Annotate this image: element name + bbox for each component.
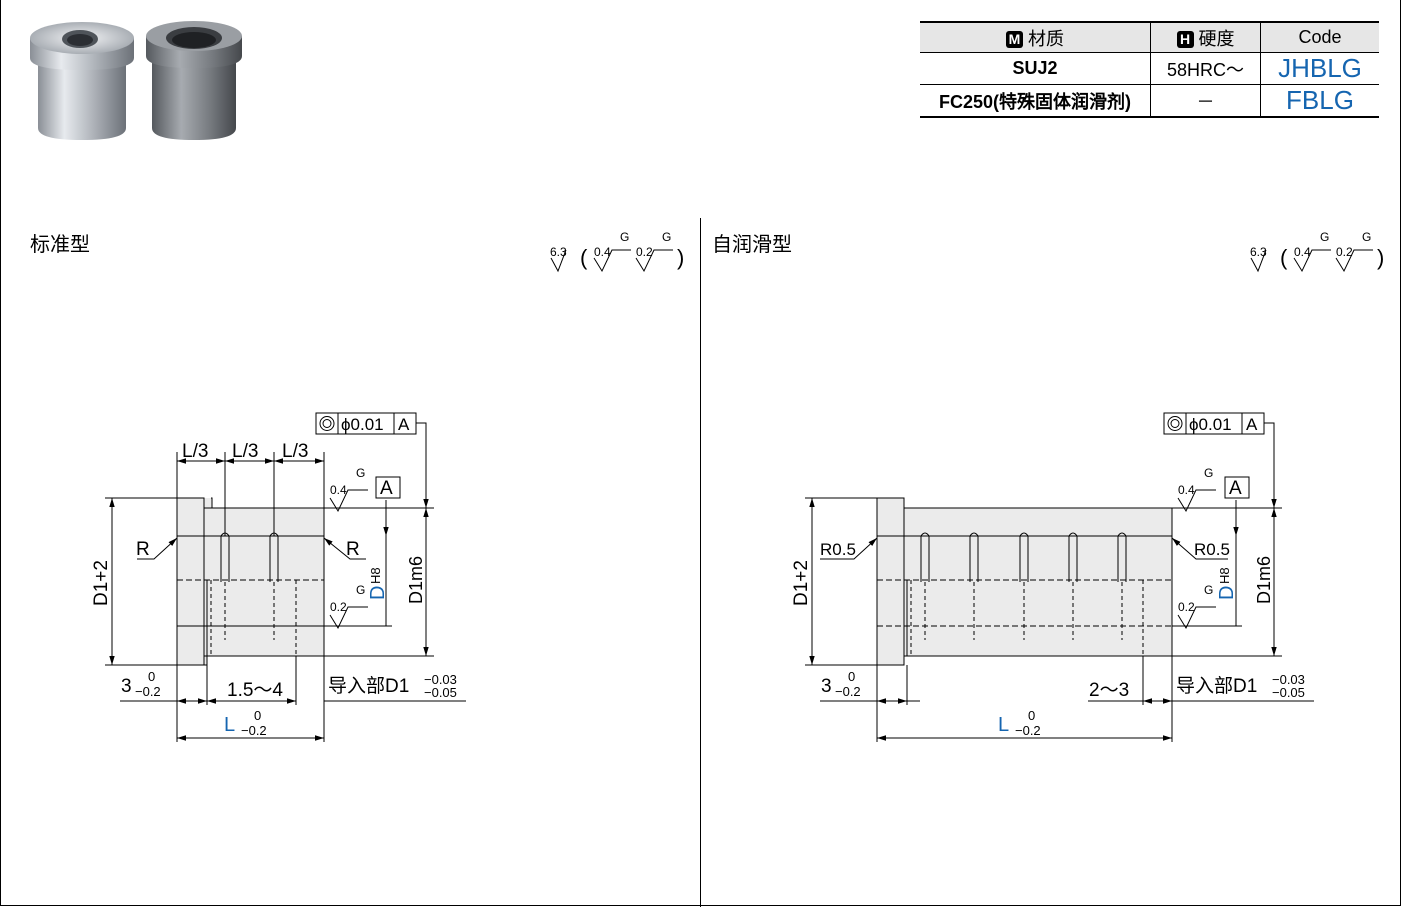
standard-bushing-drawing — [105, 422, 466, 742]
lead-in-label: 导入部D1 — [1176, 675, 1257, 697]
material-cell: SUJ2 — [920, 52, 1151, 85]
l3-label: L/3 — [232, 441, 258, 462]
section-divider — [700, 218, 701, 907]
svg-text:−0.03: −0.03 — [1272, 672, 1305, 687]
svg-text:): ) — [1377, 245, 1384, 270]
svg-text:G: G — [356, 583, 365, 597]
svg-text:G: G — [1204, 466, 1213, 480]
self-lubricating-bushing-drawing — [805, 422, 1314, 742]
hardness-cell: － — [1150, 84, 1261, 118]
svg-text:0: 0 — [148, 669, 155, 684]
photo-bushing-steel — [30, 22, 134, 140]
concentricity-value: ϕ0.01 — [341, 415, 384, 434]
roughness-symbols-right: 6.3 ( 0.4 G 0.2 G ) — [1250, 230, 1384, 273]
svg-text:G: G — [356, 466, 365, 480]
svg-text:0.2: 0.2 — [330, 600, 347, 614]
d1-plus2-label: D1+2 — [791, 560, 812, 606]
flange-thickness: 3 — [121, 676, 132, 697]
svg-text:G: G — [1362, 230, 1371, 244]
svg-text:−0.2: −0.2 — [1015, 723, 1041, 738]
svg-text:(: ( — [580, 245, 588, 270]
code-link-jhblg[interactable]: JHBLG — [1260, 52, 1379, 85]
svg-text:): ) — [677, 245, 684, 270]
svg-text:0.2: 0.2 — [1178, 600, 1195, 614]
bore-tolerance: H8 — [1217, 567, 1232, 584]
lead-in-label: 导入部D1 — [328, 675, 409, 697]
concentricity-value: ϕ0.01 — [1189, 415, 1232, 434]
svg-text:0.4: 0.4 — [1294, 245, 1311, 259]
hardness-cell: 58HRC～ — [1150, 52, 1261, 85]
svg-text:−0.2: −0.2 — [835, 684, 861, 699]
svg-text:0.4: 0.4 — [1178, 483, 1195, 497]
svg-text:(: ( — [1280, 245, 1288, 270]
bore-d-label: D — [367, 586, 389, 600]
bore-d-label: D — [1216, 586, 1238, 600]
standard-dimension-labels: ϕ0.01 A L/3 L/3 L/3 R R A 0.4 G 0.2 G D1… — [91, 412, 457, 738]
datum-label: A — [380, 478, 393, 499]
svg-text:G: G — [662, 230, 671, 244]
range-label: 1.5～4 — [227, 680, 283, 701]
d1m6-label: D1m6 — [406, 556, 426, 604]
svg-text:0.2: 0.2 — [636, 245, 653, 259]
range-label: 2～3 — [1089, 680, 1129, 701]
l3-label: L/3 — [282, 441, 308, 462]
svg-text:−0.03: −0.03 — [424, 672, 457, 687]
svg-text:G: G — [1320, 230, 1329, 244]
svg-text:−0.2: −0.2 — [241, 723, 267, 738]
svg-text:−0.05: −0.05 — [1272, 685, 1305, 700]
self-lubricating-type-title: 自润滑型 — [712, 234, 792, 256]
svg-text:G: G — [620, 230, 629, 244]
svg-text:−0.05: −0.05 — [424, 685, 457, 700]
table-row: SUJ2 58HRC～ JHBLG — [920, 52, 1379, 85]
svg-text:0: 0 — [848, 669, 855, 684]
svg-text:0: 0 — [1028, 708, 1035, 723]
header-code: Code — [1260, 21, 1379, 53]
datum-label: A — [398, 415, 410, 434]
d1-plus2-label: D1+2 — [91, 560, 112, 606]
hardness-tag: H — [1176, 30, 1194, 48]
material-tag: M — [1006, 30, 1023, 48]
datum-label: A — [1229, 478, 1242, 499]
length-label: L — [998, 714, 1009, 736]
radius-label: R0.5 — [820, 540, 856, 559]
svg-text:0: 0 — [254, 708, 261, 723]
standard-type-title: 标准型 — [30, 234, 90, 256]
roughness-symbols-left: 6.3 ( 0.4 G 0.2 G ) — [550, 230, 684, 273]
svg-text:0.4: 0.4 — [330, 483, 347, 497]
radius-label: R0.5 — [1194, 540, 1230, 559]
radius-label: R — [136, 539, 150, 560]
self-lubricating-dimension-labels: ϕ0.01 A R0.5 R0.5 A 0.4 G 0.2 G D1+2 D H… — [791, 412, 1305, 738]
datum-label: A — [1246, 415, 1258, 434]
roughness-value: 6.3 — [550, 245, 567, 259]
material-cell: FC250(特殊固体润滑剂) — [920, 84, 1151, 118]
radius-label: R — [346, 539, 360, 560]
bore-tolerance: H8 — [368, 567, 383, 584]
length-label: L — [224, 714, 235, 736]
l3-label: L/3 — [182, 441, 208, 462]
d1m6-label: D1m6 — [1254, 556, 1274, 604]
svg-text:0.2: 0.2 — [1336, 245, 1353, 259]
photo-bushing-castiron — [146, 21, 242, 140]
roughness-value: 6.3 — [1250, 245, 1267, 259]
svg-text:−0.2: −0.2 — [135, 684, 161, 699]
svg-text:0.4: 0.4 — [594, 245, 611, 259]
flange-thickness: 3 — [821, 676, 832, 697]
svg-text:G: G — [1204, 583, 1213, 597]
table-row: FC250(特殊固体润滑剂) － FBLG — [920, 84, 1379, 118]
code-link-fblg[interactable]: FBLG — [1260, 84, 1379, 118]
